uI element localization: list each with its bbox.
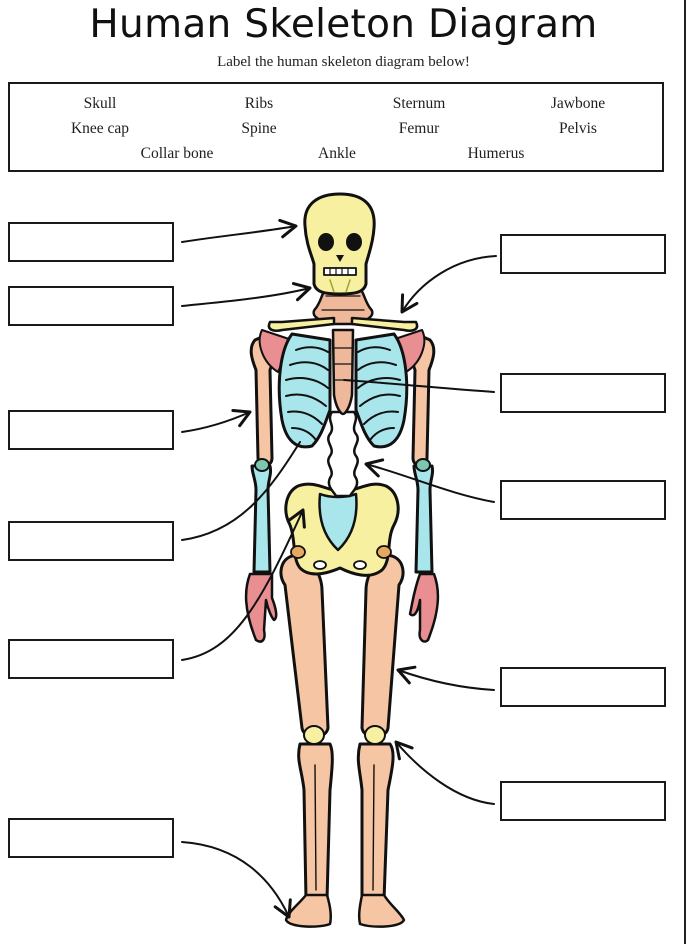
tibia-bones — [297, 742, 395, 906]
arrow-to-collar-bone — [400, 255, 497, 314]
word-knee-cap[interactable]: Knee cap — [70, 120, 130, 137]
label-box-right-1-collar-bone[interactable] — [500, 234, 666, 274]
arrow-to-humerus — [181, 408, 252, 433]
skeleton-figure — [244, 192, 440, 928]
label-box-left-4-ribs[interactable] — [8, 521, 174, 561]
page-subtitle: Label the human skeleton diagram below! — [217, 54, 470, 70]
femur-bones — [279, 554, 405, 739]
word-ankle[interactable]: Ankle — [318, 145, 356, 162]
word-spine[interactable]: Spine — [241, 120, 277, 137]
label-box-left-3-humerus[interactable] — [8, 410, 174, 450]
word-skull[interactable]: Skull — [83, 95, 117, 112]
feet-bones — [284, 893, 406, 928]
arrow-to-sternum — [343, 379, 495, 393]
spine — [327, 410, 359, 498]
pelvis-bone — [284, 482, 400, 577]
pointer-arrows — [181, 218, 497, 919]
shoulder-blades — [258, 329, 426, 373]
word-collar-bone[interactable]: Collar bone — [140, 145, 214, 162]
label-box-right-4-femur[interactable] — [500, 667, 666, 707]
word-sternum[interactable]: Sternum — [392, 95, 446, 112]
label-box-left-5-pelvis[interactable] — [8, 639, 174, 679]
word-pelvis[interactable]: Pelvis — [559, 120, 597, 137]
kneecaps — [303, 725, 386, 745]
rib-cage — [277, 332, 409, 449]
label-box-left-6-ankle[interactable] — [8, 818, 174, 858]
arrow-to-ankle — [181, 841, 292, 919]
arrow-to-pelvis — [181, 508, 306, 661]
hand-bones — [244, 572, 440, 643]
page-title: Human Skeleton Diagram — [89, 2, 598, 47]
word-jawbone[interactable]: Jawbone — [550, 95, 606, 112]
sternum — [331, 328, 355, 416]
arrow-to-knee-cap — [394, 740, 495, 805]
arrow-to-spine — [364, 458, 495, 503]
page-right-border — [684, 0, 686, 944]
label-box-right-5-knee-cap[interactable] — [500, 781, 666, 821]
word-ribs[interactable]: Ribs — [244, 95, 274, 112]
word-humerus[interactable]: Humerus — [467, 145, 525, 162]
label-box-left-1-skull[interactable] — [8, 222, 174, 262]
forearm-bones — [250, 458, 435, 574]
word-femur[interactable]: Femur — [398, 120, 440, 137]
collar-bones — [267, 316, 419, 332]
word-bank: Skull Ribs Sternum Jawbone Knee cap Spin… — [8, 82, 664, 172]
arrow-to-femur — [396, 665, 495, 691]
label-box-right-2-sternum[interactable] — [500, 373, 666, 413]
arrow-to-skull — [181, 218, 298, 243]
label-box-right-3-spine[interactable] — [500, 480, 666, 520]
arrow-to-jawbone — [181, 282, 312, 307]
arrow-to-ribs — [181, 441, 301, 541]
skull — [303, 192, 376, 296]
label-box-left-2-jawbone[interactable] — [8, 286, 174, 326]
